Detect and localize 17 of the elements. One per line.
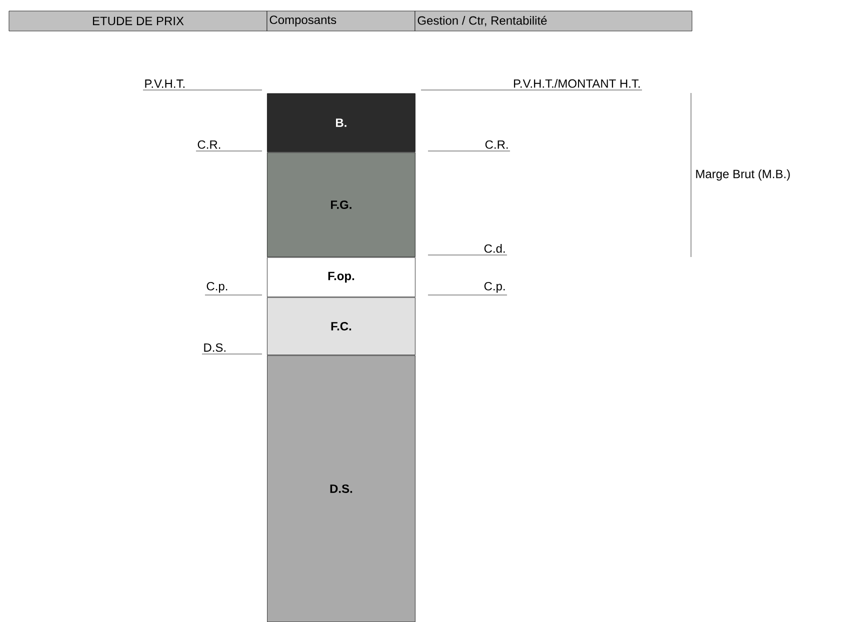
underlined-label: C.d.: [428, 244, 508, 256]
bracket-label: Marge Brut (M.B.): [696, 169, 790, 181]
stack-segment: F.op.: [267, 257, 416, 298]
stack-segment: F.G.: [267, 152, 416, 258]
underlined-label: D.S.: [202, 343, 262, 354]
underlined-label: C.p.: [428, 282, 508, 296]
underlined-label: C.R.: [428, 140, 510, 152]
stack-segment: F.C.: [267, 297, 416, 356]
stack-segment: B.: [267, 93, 416, 152]
underlined-label: P.V.H.T./MONTANT H.T.: [420, 79, 642, 90]
header-cell: ETUDE DE PRIX: [8, 10, 268, 32]
underlined-label: C.p.: [204, 282, 262, 296]
underlined-label: P.V.H.T.: [142, 80, 262, 90]
underlined-label: C.R.: [196, 140, 262, 152]
header-cell: Gestion / Ctr, Rentabilité: [414, 10, 692, 32]
stack-segment: D.S.: [267, 355, 416, 622]
header-cell: Composants: [266, 10, 416, 32]
